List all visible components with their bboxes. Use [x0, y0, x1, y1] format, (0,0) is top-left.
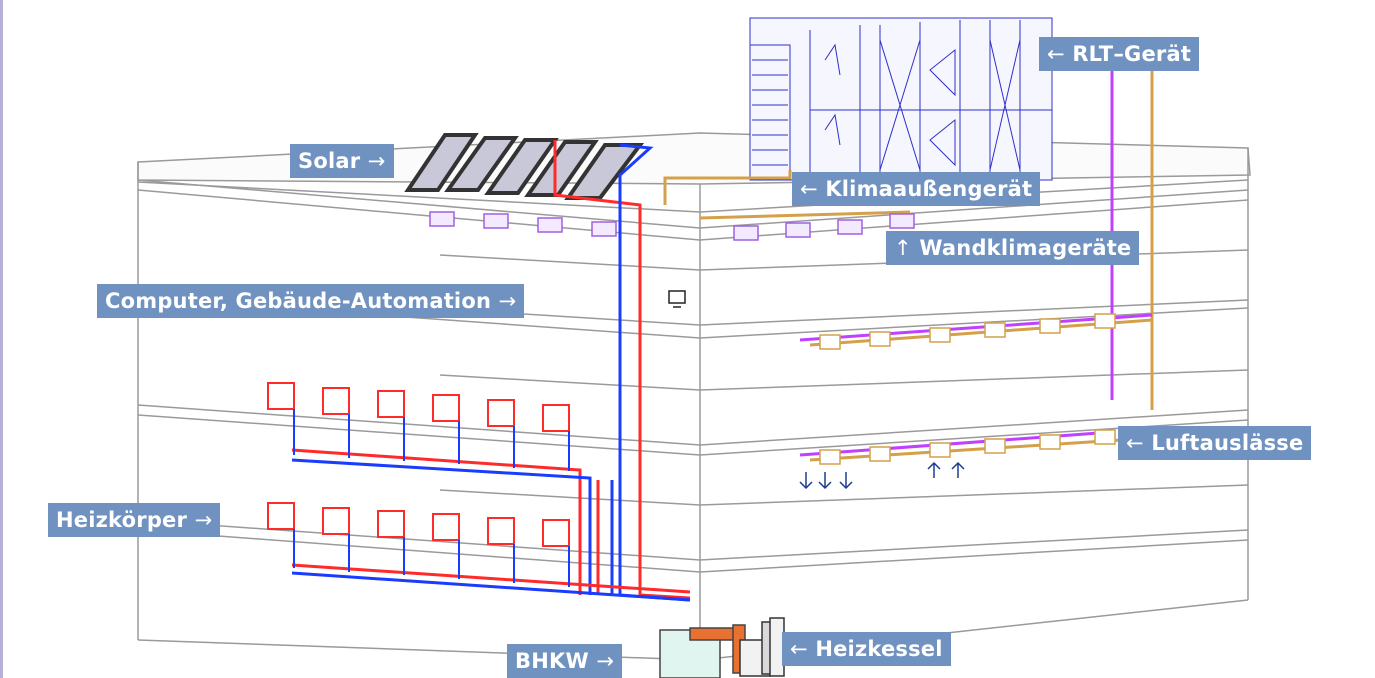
arrow-right-icon: → — [195, 508, 213, 532]
pipe-red-main — [555, 140, 690, 598]
radiators — [268, 383, 569, 587]
pipe-blue-main — [620, 145, 690, 600]
floor-line-mid3 — [440, 485, 1248, 505]
label-luftauslaesse: ← Luftauslässe — [1118, 426, 1311, 460]
arrow-right-icon: → — [596, 649, 614, 673]
arrow-up-icon: ↑ — [894, 236, 912, 260]
label-wandklimageraete: ↑ Wandklimageräte — [886, 231, 1139, 265]
rlt-unit — [750, 18, 1052, 180]
label-computer: Computer, Gebäude-Automation → — [97, 284, 524, 318]
label-heizkessel: ← Heizkessel — [782, 632, 951, 666]
computer-unit — [669, 291, 685, 307]
building-structure — [138, 133, 1250, 660]
airflow-arrows — [800, 463, 964, 488]
label-klimaaussengeraet: ← Klimaaußengerät — [792, 172, 1040, 206]
arrow-left-icon: ← — [1126, 431, 1144, 455]
arrow-left-icon: ← — [800, 177, 818, 201]
solar-panels — [408, 135, 640, 198]
label-rlt-geraet: ← RLT–Gerät — [1039, 37, 1199, 71]
arrow-left-icon: ← — [1047, 42, 1065, 66]
floor-line-top — [138, 180, 1248, 212]
floor-slab-1 — [138, 180, 1248, 228]
label-bhkw: BHKW → — [507, 644, 622, 678]
floor-slab-4 — [138, 520, 1248, 560]
arrow-right-icon: → — [368, 149, 386, 173]
heizkessel-unit — [740, 618, 784, 676]
label-heizkoerper: Heizkörper → — [48, 503, 220, 537]
arrow-right-icon: → — [499, 289, 517, 313]
arrow-left-icon: ← — [790, 637, 808, 661]
floor-line-mid2 — [440, 370, 1248, 390]
floor-slab-3 — [138, 405, 1248, 445]
label-solar: Solar → — [290, 144, 394, 178]
bhkw-unit — [660, 625, 745, 678]
